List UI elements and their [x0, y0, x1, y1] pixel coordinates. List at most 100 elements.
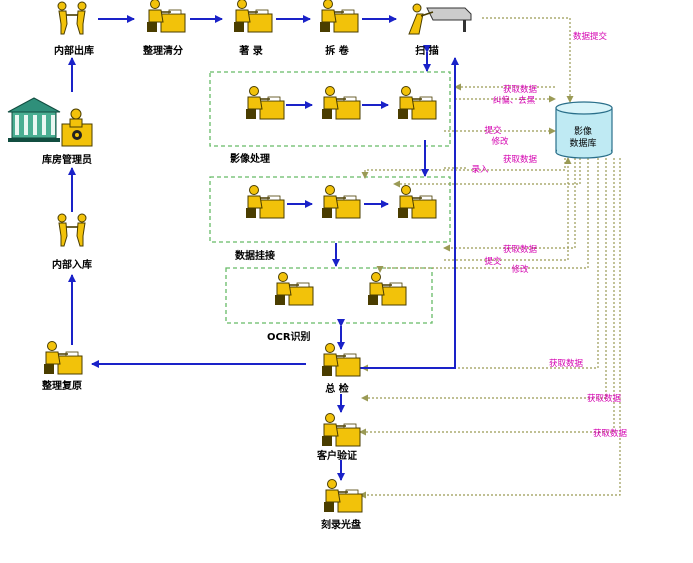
icon-worker-qc1-desk [259, 100, 285, 120]
icon-scanner [408, 3, 472, 35]
admin-head [70, 108, 82, 120]
annotation-submit-edit-1b: 修改 [491, 137, 509, 147]
scanner-stand [463, 20, 466, 32]
icon-worker-check [322, 185, 361, 219]
icon-worker-final-body [323, 353, 339, 367]
icon-handshake-in-body-left [58, 222, 68, 247]
icon-worker-mount [246, 185, 285, 219]
icon-worker-ocr [275, 272, 314, 306]
icon-worker-restore [44, 341, 83, 375]
icon-worker-sort-desk [160, 13, 186, 33]
admin-safe-dial-center [75, 133, 79, 137]
station-label-scan: 扫 描 [415, 46, 439, 57]
icon-worker-final [322, 343, 361, 377]
data-line-submit-2 [444, 157, 572, 261]
warehouse-column [24, 115, 28, 135]
icon-worker-final-chair [322, 366, 332, 376]
icon-worker-fix-chair [322, 109, 332, 119]
icon-worker-burn-body [325, 489, 341, 503]
icon-worker-catalog-desk [247, 13, 273, 33]
database-top [555, 101, 613, 115]
icon-worker-mount2-head [401, 185, 411, 195]
icon-worker-ocr-body [276, 282, 292, 296]
icon-worker-check-body [323, 195, 339, 209]
icon-handshake-in-body-right [76, 222, 86, 247]
station-label-unbind: 拆 卷 [325, 46, 349, 57]
station-label-img-mount2: 图像挂接 [395, 225, 435, 236]
station-label-internal-out: 内部出库 [54, 46, 94, 57]
icon-worker-fix-head [325, 86, 335, 96]
icon-worker-sort-head [150, 0, 160, 9]
icon-worker-qc2-chair [398, 109, 408, 119]
icon-worker-verify [322, 413, 361, 447]
icon-worker-fix-body [323, 96, 339, 110]
icon-worker-restore-desk [57, 355, 83, 375]
data-line-fetch-5 [361, 158, 607, 402]
warehouse-roof [7, 97, 61, 113]
icon-worker-mount2 [398, 185, 437, 219]
annotation-submit-edit-1a: 提交 [484, 126, 502, 136]
station-label-qc1: 一 校 [250, 127, 274, 138]
icon-worker-unbind-desk [333, 13, 359, 33]
icon-admin-worker [61, 108, 93, 147]
icon-worker-burn-desk [337, 493, 363, 513]
icon-worker-burn-chair [324, 502, 334, 512]
warehouse-column [15, 115, 19, 135]
icon-worker-mount-desk [259, 199, 285, 219]
data-line-ocr [376, 158, 589, 273]
station-label-img-fix: 图像纠错 [317, 127, 357, 138]
icon-worker-mount-body [247, 195, 263, 209]
icon-worker-final-head [325, 343, 335, 353]
icon-worker-catalog [234, 0, 273, 33]
data-line-submit [482, 17, 574, 103]
icon-worker-restore-chair [44, 364, 54, 374]
annotation-fetch-5: 获取数据 [586, 394, 622, 404]
station-label-ocr-check: 识别校验 [365, 309, 405, 320]
icon-worker-sort-chair [147, 22, 157, 32]
icon-worker-fix [322, 86, 361, 120]
station-label-final-check: 总 检 [325, 384, 349, 395]
database-fill [557, 144, 611, 152]
group-box-data-mounting [209, 176, 451, 243]
icon-handshake-out-body-right [76, 10, 86, 35]
icon-worker-ocr-check [368, 272, 407, 306]
station-label-qc2: 二 校 [403, 127, 427, 138]
group-box-ocr [225, 267, 433, 324]
warehouse-column [33, 115, 37, 135]
icon-worker-catalog-body [235, 9, 251, 23]
icon-worker-ocr-check-chair [368, 295, 378, 305]
icon-handshake-out-head-right [77, 1, 87, 11]
icon-worker-fix-desk [335, 100, 361, 120]
station-label-sort: 整理清分 [143, 46, 183, 57]
icon-worker-sort [147, 0, 186, 33]
icon-worker-qc2-body [399, 96, 415, 110]
icon-worker-restore-body [45, 351, 61, 365]
database-label-line1: 影像 [573, 127, 592, 137]
warehouse-column [51, 115, 55, 135]
icon-handshake-out-head-left [57, 1, 67, 11]
annotation-fetch-3: 获取数据 [502, 245, 538, 255]
group-box-image-processing [209, 71, 451, 147]
group-label-image-processing: 影像处理 [230, 154, 270, 165]
annotation-correct: 纠偏、去黑 [492, 96, 536, 106]
icon-worker-verify-head [325, 413, 335, 423]
icon-worker-qc1-head [249, 86, 259, 96]
icon-worker-qc1-body [247, 96, 263, 110]
station-label-warehouse-admin: 库房管理员 [42, 155, 92, 166]
icon-worker-mount-chair [246, 208, 256, 218]
icon-worker-unbind [320, 0, 359, 33]
group-label-data-mounting: 数据挂接 [235, 251, 275, 262]
icon-worker-restore-head [47, 341, 57, 351]
station-label-mount: 图像挂接 [242, 225, 282, 236]
icon-worker-burn-head [327, 479, 337, 489]
icon-worker-verify-desk [335, 427, 361, 447]
icon-worker-qc1 [246, 86, 285, 120]
icon-worker-qc2 [398, 86, 437, 120]
station-label-burn-disc: 刻录光盘 [321, 520, 361, 531]
flow-arrow-final-scan [360, 57, 459, 369]
icon-worker-check-desk [335, 199, 361, 219]
icon-handshake-in-head-left [57, 213, 67, 223]
icon-worker-qc2-head [401, 86, 411, 96]
icon-worker-unbind-chair [320, 22, 330, 32]
